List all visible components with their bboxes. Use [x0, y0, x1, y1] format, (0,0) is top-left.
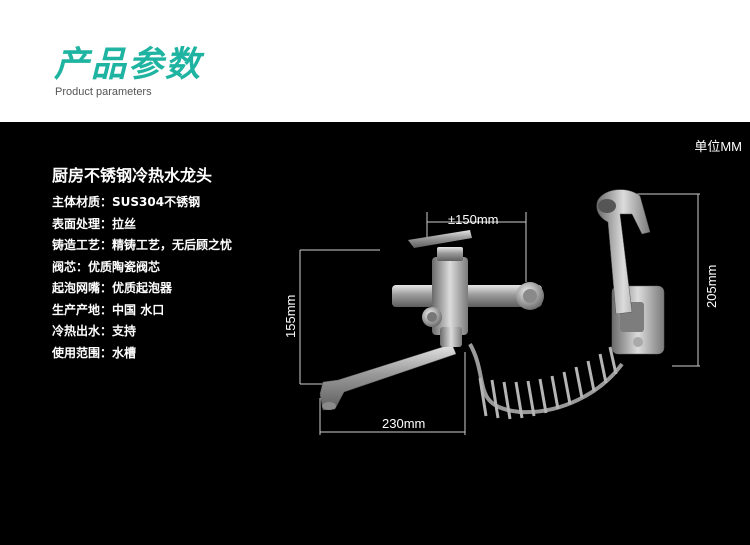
spec-row: 阀芯：优质陶瓷阀芯 — [52, 257, 232, 279]
page-subtitle: Product parameters — [55, 86, 152, 98]
spec-value: 优质陶瓷阀芯 — [88, 259, 161, 274]
spec-value: 拉丝 — [112, 216, 137, 231]
spec-label: 生产产地： — [52, 302, 113, 317]
product-drawing: ±150mm 230mm 155mm 205mm — [283, 189, 719, 435]
spec-row: 表面处理：拉丝 — [52, 214, 232, 236]
unit-label: 单位MM — [694, 139, 742, 154]
spec-row: 铸造工艺：精铸工艺，无后顾之忧 — [52, 235, 232, 257]
spec-row: 主体材质：SUS304不锈钢 — [52, 192, 232, 214]
spec-value: 水槽 — [112, 345, 137, 360]
spec-value: SUS304不锈钢 — [112, 195, 201, 209]
spec-label: 使用范围： — [52, 345, 113, 360]
spec-label: 阀芯： — [52, 259, 89, 274]
spec-value: 支持 — [112, 324, 137, 338]
spec-value: 优质起泡器 — [112, 281, 173, 295]
spec-label: 铸造工艺： — [52, 238, 113, 252]
spiral-hose — [468, 343, 624, 420]
spec-row: 起泡网嘴：优质起泡器 — [52, 278, 232, 300]
header-section: 产品参数 Product parameters — [0, 0, 750, 122]
product-name: 厨房不锈钢冷热水龙头 — [52, 166, 213, 185]
spec-label: 表面处理： — [52, 216, 113, 231]
spec-list: 主体材质：SUS304不锈钢 表面处理：拉丝 铸造工艺：精铸工艺，无后顾之忧 阀… — [52, 192, 232, 364]
hand-sprayer — [596, 189, 651, 315]
dim-sprayer-label: 205mm — [704, 265, 719, 308]
dimension-lines — [299, 193, 700, 435]
spec-label: 起泡网嘴： — [52, 281, 113, 295]
dim-width-label: ±150mm — [448, 212, 498, 227]
dim-height-label: 155mm — [283, 295, 298, 338]
spec-panel: ±150mm 230mm 155mm 205mm 单位MM 厨房不锈钢冷热水龙头… — [0, 122, 750, 545]
spec-label: 冷热出水： — [52, 324, 113, 338]
page-title: 产品参数 — [54, 45, 203, 85]
spec-row: 使用范围：水槽 — [52, 343, 232, 365]
spec-row: 冷热出水：支持 — [52, 321, 232, 343]
faucet-spout — [319, 343, 457, 411]
spec-row: 生产产地：中国 水口 — [52, 300, 232, 322]
spec-value: 中国 水口 — [112, 302, 165, 317]
dim-spout-label: 230mm — [382, 416, 425, 431]
spec-label: 主体材质： — [52, 195, 113, 209]
faucet-body — [392, 230, 544, 347]
spec-value: 精铸工艺，无后顾之忧 — [112, 238, 233, 252]
